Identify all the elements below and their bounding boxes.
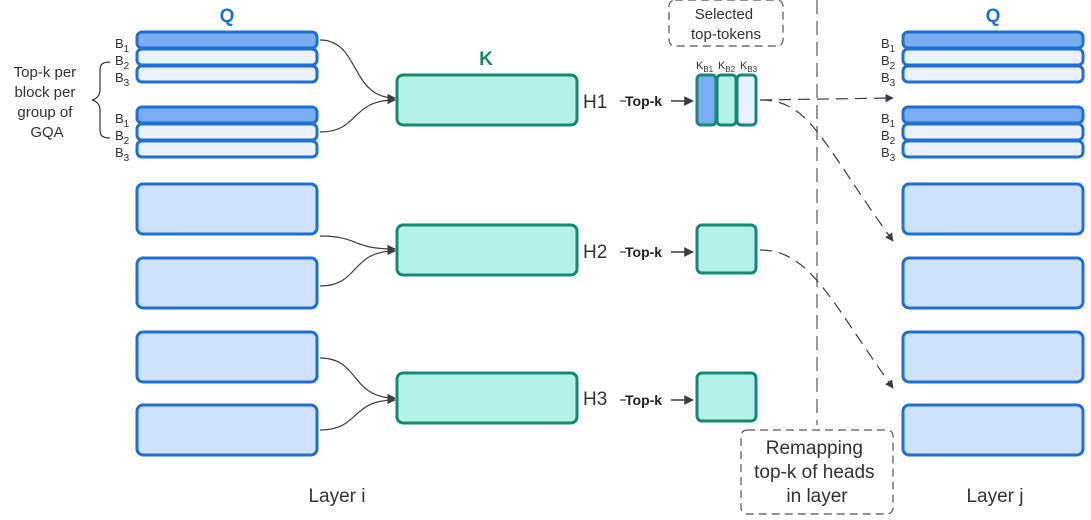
k-label: K bbox=[479, 49, 493, 70]
q-right-g1-b2 bbox=[901, 47, 1085, 67]
q-left-g2-b2-label: B2 bbox=[115, 128, 130, 147]
q-left-label: Q bbox=[220, 6, 235, 27]
q-right-g1-b3-label: B3 bbox=[881, 70, 896, 89]
q-right-g1-b2-label: B2 bbox=[881, 53, 896, 72]
selected-kb2 bbox=[715, 73, 738, 127]
connector-q1a-k1 bbox=[319, 39, 396, 103]
remap-arrow-h1-to-g1 bbox=[759, 93, 894, 103]
q-right-head3-upper bbox=[901, 330, 1085, 384]
q-left-head2-lower bbox=[135, 256, 319, 310]
q-left-head2-upper bbox=[135, 182, 319, 236]
q-right-g2-b1-label: B1 bbox=[881, 111, 896, 130]
q-right-g1-b1-label: B1 bbox=[881, 36, 896, 55]
selected-kb1 bbox=[695, 73, 718, 127]
selected-tokens-text: Selected top-tokens bbox=[691, 6, 761, 43]
annotation-text: Top-k per block per group of GQA bbox=[14, 64, 81, 141]
q-left-g1-b3-label: B3 bbox=[115, 70, 130, 89]
q-right-g2-b2 bbox=[901, 122, 1085, 142]
q-left-g2-b3-label: B3 bbox=[115, 145, 130, 164]
k-head3 bbox=[395, 371, 579, 425]
remapping-text: Remapping top-k of heads in layer bbox=[754, 438, 880, 507]
q-left-head3-upper bbox=[135, 330, 319, 384]
head1-topk-label: Top-k bbox=[625, 93, 662, 109]
remap-arrow-h2-to-head3 bbox=[759, 249, 894, 389]
q-right-g2-b3 bbox=[901, 139, 1085, 159]
q-left-g2-b3 bbox=[135, 139, 319, 159]
q-left-g2-b2 bbox=[135, 122, 319, 142]
head3-topk-label: Top-k bbox=[625, 392, 662, 408]
q-left-g1-b3 bbox=[135, 64, 319, 84]
q-right-label: Q bbox=[986, 6, 1001, 27]
annotation-brace bbox=[91, 61, 111, 139]
q-right-g2-b1 bbox=[901, 105, 1085, 125]
selected-k-head2 bbox=[695, 223, 758, 275]
kb1-label: KB1 bbox=[696, 60, 714, 74]
q-left-g1-b1 bbox=[135, 30, 319, 50]
q-right-head2-upper bbox=[901, 182, 1085, 236]
layer-i-label: Layer i bbox=[308, 486, 365, 507]
q-left-g2-b1 bbox=[135, 105, 319, 125]
kb2-label: KB2 bbox=[718, 60, 736, 74]
q-left-g1-b2 bbox=[135, 47, 319, 67]
q-right-head3-lower bbox=[901, 403, 1085, 457]
connector-q3a-k3 bbox=[319, 357, 396, 403]
remapping-callout bbox=[740, 429, 894, 515]
q-right-g2-b3-label: B3 bbox=[881, 145, 896, 164]
connector-q2a-k2 bbox=[319, 235, 396, 254]
connector-q3b-k3 bbox=[319, 395, 396, 431]
q-right-g2-b2-label: B2 bbox=[881, 128, 896, 147]
k-head2 bbox=[395, 223, 579, 277]
layer-j-label: Layer j bbox=[966, 486, 1023, 507]
q-left-g2-b1-label: B1 bbox=[115, 111, 130, 130]
head2-topk-label: Top-k bbox=[625, 244, 662, 260]
remap-arrow-h1-to-head2 bbox=[759, 99, 894, 242]
q-left-g1-b1-label: B1 bbox=[115, 36, 130, 55]
head1-label: H1 bbox=[583, 92, 607, 113]
q-right-g1-b3 bbox=[901, 64, 1085, 84]
selected-k-head3 bbox=[695, 371, 758, 423]
connector-q1b-k1 bbox=[319, 95, 396, 133]
q-left-g1-b2-label: B2 bbox=[115, 53, 130, 72]
q-right-g1-b1 bbox=[901, 30, 1085, 50]
q-left-head3-lower bbox=[135, 403, 319, 457]
q-right-head2-lower bbox=[901, 256, 1085, 310]
head3-label: H3 bbox=[583, 389, 607, 410]
selected-kb3 bbox=[735, 73, 758, 127]
kb3-label: KB3 bbox=[740, 60, 758, 74]
selected-tokens-callout bbox=[668, 0, 784, 47]
k-head1 bbox=[395, 73, 579, 127]
connector-q2b-k2 bbox=[319, 246, 396, 287]
head2-label: H2 bbox=[583, 242, 607, 263]
